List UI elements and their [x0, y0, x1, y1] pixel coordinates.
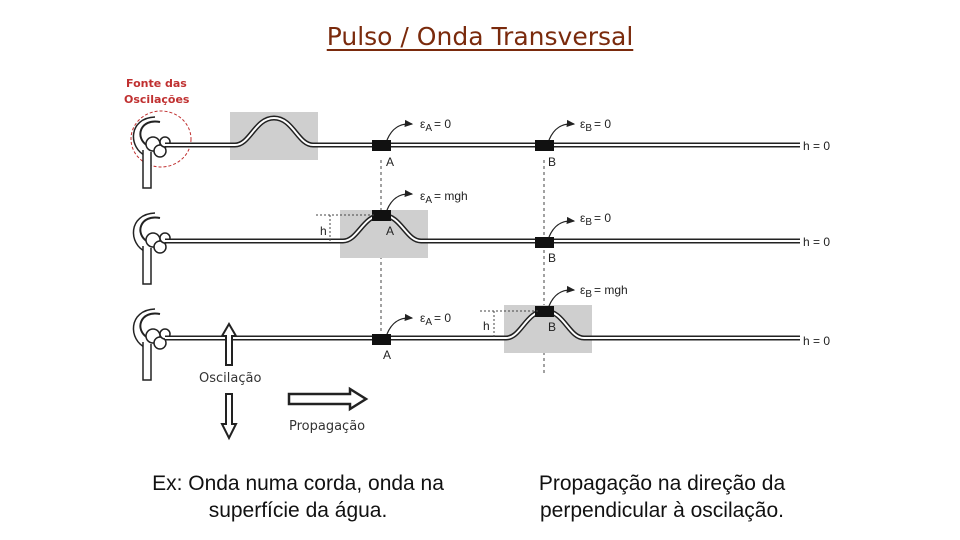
energy-a-label: εA= mgh — [420, 189, 468, 206]
wave-row-2: A B h εA= mgh εB= 0 h = 0 — [132, 189, 830, 285]
wave-row-3: A B h εA= 0 εB= mgh h = 0 — [132, 283, 830, 381]
energy-b-label: εB= mgh — [580, 283, 628, 300]
height-zero-label: h = 0 — [803, 334, 830, 348]
height-mark-label: h — [320, 224, 327, 238]
point-b-marker — [535, 140, 554, 151]
oscillation-label: Oscilação — [199, 371, 261, 386]
source-label-line1: Fonte das — [126, 77, 187, 90]
point-b-label: B — [548, 155, 556, 169]
height-zero-label: h = 0 — [803, 139, 830, 153]
energy-a-arrow — [386, 119, 414, 141]
rope-inner — [165, 213, 800, 242]
energy-b-arrow — [548, 216, 576, 238]
page-title: Pulso / Onda Transversal — [326, 22, 634, 51]
point-b-label: B — [548, 320, 556, 334]
point-a-label: A — [386, 224, 394, 238]
caption-example: Ex: Onda numa corda, onda na superfície … — [152, 472, 444, 522]
hand-source-icon — [132, 116, 171, 189]
energy-b-label: εB= 0 — [580, 117, 611, 134]
height-zero-label: h = 0 — [803, 235, 830, 249]
source-highlight-ring — [130, 110, 192, 168]
point-b-marker — [535, 306, 554, 317]
propagation-label: Propagação — [289, 419, 365, 434]
energy-a-arrow — [386, 189, 414, 211]
point-a-marker — [372, 334, 391, 345]
energy-b-arrow — [548, 285, 576, 307]
height-mark-label: h — [483, 319, 490, 333]
point-a-label: A — [383, 348, 391, 362]
propagation-arrow-icon — [287, 386, 369, 412]
energy-a-label: εA= 0 — [420, 311, 451, 328]
hand-source-icon — [132, 308, 171, 381]
point-a-label: A — [386, 155, 394, 169]
energy-b-label: εB= 0 — [580, 211, 611, 228]
point-a-marker — [372, 140, 391, 151]
wave-row-1: A B εA= 0 εB= 0 h = 0 — [132, 112, 830, 189]
caption-propagation: Propagação na direção da perpendicular à… — [538, 472, 786, 522]
energy-b-arrow — [548, 119, 576, 141]
source-label-line2: Oscilações — [124, 93, 190, 106]
oscillation-arrow-icon — [220, 322, 238, 441]
energy-a-arrow — [386, 313, 414, 335]
rope — [165, 212, 800, 244]
point-b-marker — [535, 237, 554, 248]
hand-source-icon — [132, 212, 171, 285]
energy-a-label: εA= 0 — [420, 117, 451, 134]
point-a-marker — [372, 210, 391, 221]
point-b-label: B — [548, 251, 556, 265]
rope-inner — [165, 116, 800, 146]
